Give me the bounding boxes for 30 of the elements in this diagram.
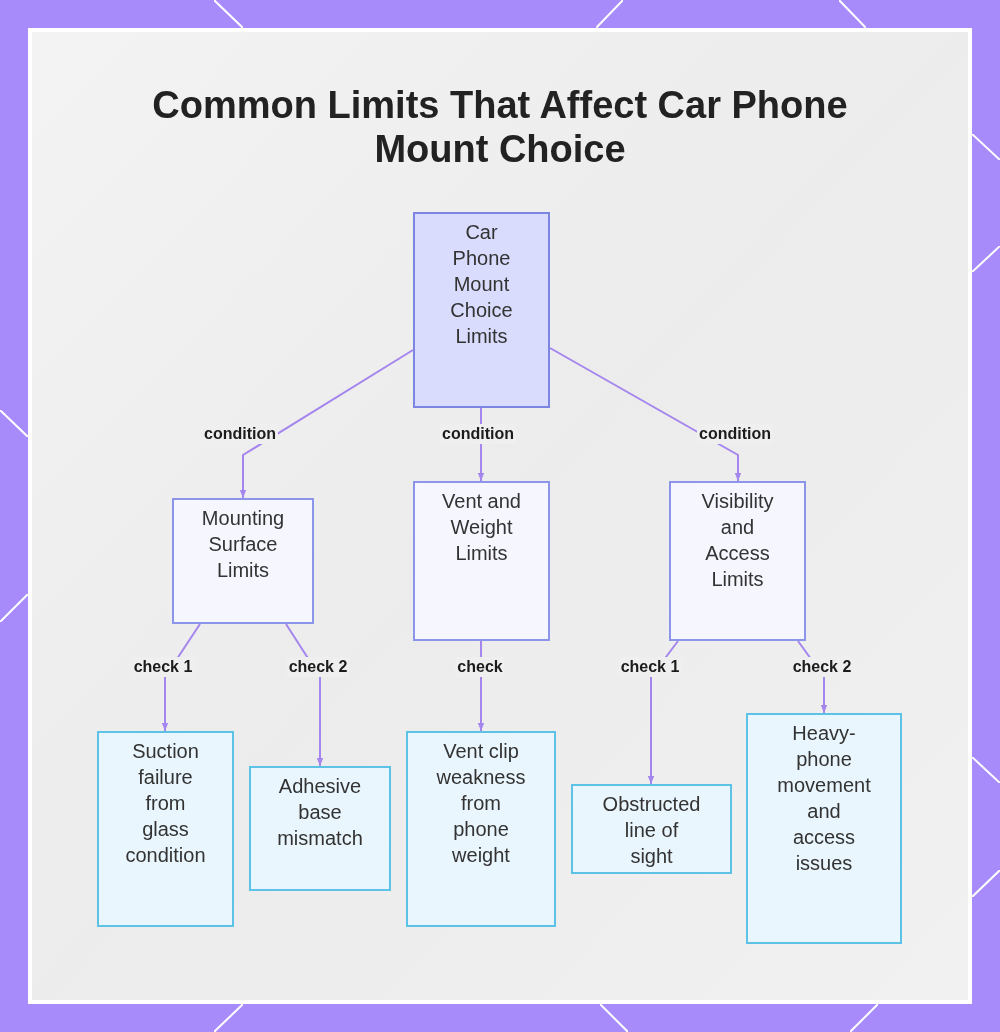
node-label: Visibility and Access Limits [700, 489, 775, 592]
node-label: Heavy-phone movement and access issues [776, 721, 872, 876]
connector-arrow [285, 623, 324, 767]
connector-arrow [549, 347, 742, 482]
edge-label: condition [697, 424, 773, 444]
connector-arrow [239, 349, 414, 499]
node-label: Car Phone Mount Choice Limits [449, 220, 514, 349]
edge-label: condition [202, 424, 278, 444]
edge-label: check 1 [618, 657, 682, 677]
edge-label: check 2 [286, 657, 350, 677]
edge-label: check [455, 657, 505, 677]
node-label: Adhesive base mismatch [276, 774, 364, 851]
edge-label: check 2 [790, 657, 854, 677]
edge-label: check 1 [131, 657, 195, 677]
node-label: Vent and Weight Limits [441, 489, 522, 566]
category-box [413, 481, 550, 641]
issue-box [571, 784, 732, 874]
edge-label: condition [440, 424, 516, 444]
issue-box [406, 731, 556, 927]
topic-box [413, 212, 550, 408]
category-box [172, 498, 314, 624]
issue-box [249, 766, 391, 891]
node-label: Obstructed line of sight [602, 792, 701, 869]
node-label: Suction failure from glass condition [124, 739, 207, 868]
issue-box [746, 713, 902, 944]
category-box [669, 481, 806, 641]
diagram-title: Common Limits That Affect Car Phone Mount Choice [151, 83, 849, 171]
issue-box [97, 731, 234, 927]
node-label: Vent clip weakness from phone weight [435, 739, 527, 868]
node-label: Mounting Surface Limits [200, 506, 286, 583]
